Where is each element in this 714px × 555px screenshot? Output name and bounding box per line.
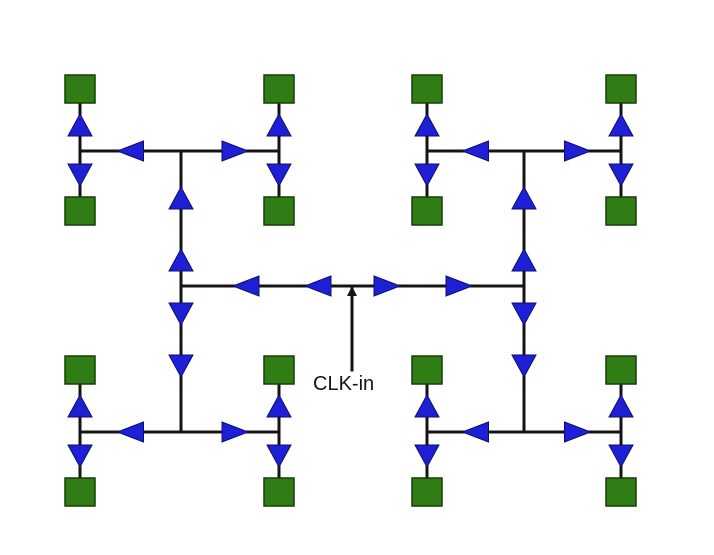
bottom-left-cluster-right-down-buffer-arrow (266, 444, 292, 469)
bottom-right-cluster-right-down-buffer-arrow (608, 444, 634, 469)
top-left-cluster-right-down-buffer-arrow (266, 163, 292, 188)
bottom-left-cluster-left-buffer-arrow (116, 421, 144, 443)
top-right-cluster-right-top-sink-pad (605, 74, 637, 104)
trunk-left-outer-buffer-arrow (231, 275, 260, 297)
top-right-cluster-left-buffer-arrow (461, 140, 489, 162)
left-branch-upper-inner-buffer-arrow (168, 247, 194, 272)
bottom-left-cluster-right-bottom-sink-pad (263, 477, 295, 507)
top-left-cluster-left-down-buffer-arrow (67, 163, 93, 188)
top-left-cluster-right-up-buffer-arrow (266, 112, 292, 137)
right-branch-upper-inner-buffer-arrow (511, 247, 537, 272)
wire-layer (78, 89, 623, 494)
top-right-cluster-left-bottom-sink-pad (411, 196, 443, 226)
top-left-cluster-left-up-buffer-arrow (67, 112, 93, 137)
bottom-right-cluster-right-top-sink-pad (605, 355, 637, 385)
clk-in-arrowhead (347, 286, 357, 296)
top-right-cluster-right-buffer-arrow (564, 140, 592, 162)
right-branch-upper-outer-buffer-arrow (511, 185, 537, 210)
right-branch-lower-inner-buffer-arrow (511, 302, 537, 327)
top-right-cluster-left-top-sink-pad (411, 74, 443, 104)
bottom-left-cluster-left-bottom-sink-pad (64, 477, 96, 507)
top-right-cluster-left-up-buffer-arrow (414, 112, 440, 137)
top-left-cluster-left-buffer-arrow (116, 140, 144, 162)
bottom-right-cluster-right-buffer-arrow (564, 421, 592, 443)
bottom-right-cluster-right-up-buffer-arrow (608, 393, 634, 418)
bottom-left-cluster-right-up-buffer-arrow (266, 393, 292, 418)
sink-pad-layer (64, 74, 637, 507)
buffer-arrow-layer (67, 112, 634, 469)
bottom-left-cluster-right-top-sink-pad (263, 355, 295, 385)
trunk-right-outer-buffer-arrow (445, 275, 474, 297)
top-left-cluster-right-buffer-arrow (221, 140, 250, 162)
clk-in-label: CLK-in (313, 373, 374, 395)
bottom-right-cluster-left-bottom-sink-pad (411, 477, 443, 507)
bottom-right-cluster-right-bottom-sink-pad (605, 477, 637, 507)
left-branch-upper-outer-buffer-arrow (168, 185, 194, 210)
top-right-cluster-right-down-buffer-arrow (608, 163, 634, 188)
top-left-cluster-left-top-sink-pad (64, 74, 96, 104)
left-branch-lower-outer-buffer-arrow (168, 354, 194, 379)
top-right-cluster-right-up-buffer-arrow (608, 112, 634, 137)
bottom-right-cluster-left-top-sink-pad (411, 355, 443, 385)
bottom-right-cluster-left-buffer-arrow (461, 421, 489, 443)
bottom-right-cluster-left-down-buffer-arrow (414, 444, 440, 469)
top-left-cluster-right-bottom-sink-pad (263, 196, 295, 226)
top-left-cluster-right-top-sink-pad (263, 74, 295, 104)
trunk-left-inner-buffer-arrow (303, 275, 332, 297)
right-branch-lower-outer-buffer-arrow (511, 354, 537, 379)
bottom-left-cluster-right-buffer-arrow (221, 421, 250, 443)
top-right-cluster-right-bottom-sink-pad (605, 196, 637, 226)
trunk-right-inner-buffer-arrow (373, 275, 402, 297)
bottom-left-cluster-left-down-buffer-arrow (67, 444, 93, 469)
top-left-cluster-left-bottom-sink-pad (64, 196, 96, 226)
top-right-cluster-left-down-buffer-arrow (414, 163, 440, 188)
bottom-left-cluster-left-up-buffer-arrow (67, 393, 93, 418)
bottom-right-cluster-left-up-buffer-arrow (414, 393, 440, 418)
left-branch-lower-inner-buffer-arrow (168, 302, 194, 327)
bottom-left-cluster-left-top-sink-pad (64, 355, 96, 385)
